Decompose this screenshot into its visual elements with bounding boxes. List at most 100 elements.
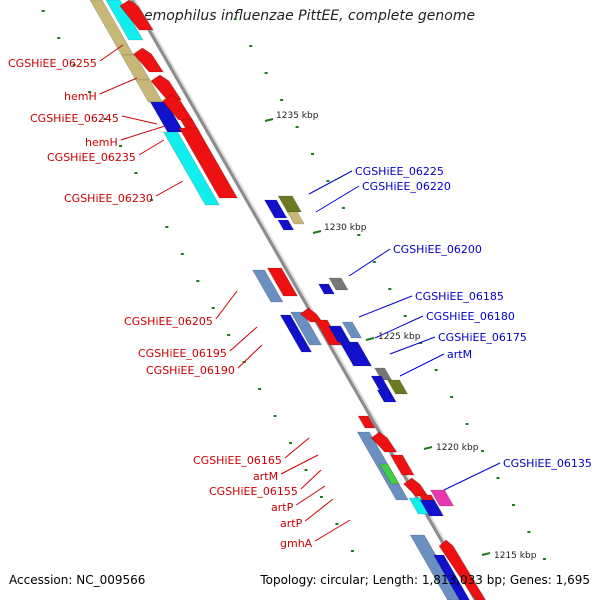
guide-dot <box>311 153 315 155</box>
label-leader-left <box>295 485 326 506</box>
guide-dot <box>88 91 92 93</box>
guide-dot <box>258 388 262 390</box>
gene-block-left <box>279 314 313 353</box>
gene-label-right: CGSHiEE_06175 <box>438 331 527 344</box>
guide-dot <box>196 280 200 282</box>
gene-block-left <box>290 311 323 346</box>
gene-label-left: artP <box>280 517 303 530</box>
kbp-label: 1220 kbp <box>436 443 479 453</box>
gene-label-right: CGSHiEE_06220 <box>362 180 451 193</box>
gene-block-right <box>339 341 373 367</box>
gene-label-left: CGSHiEE_06155 <box>209 485 298 498</box>
gene-arrow-left <box>119 0 154 31</box>
gene-label-right: CGSHiEE_06225 <box>355 165 444 178</box>
gene-block-left <box>379 463 400 485</box>
kbp-tick <box>423 446 433 450</box>
genome-title: Haemophilus influenzae PittEE, complete … <box>124 8 476 24</box>
guide-dot <box>465 423 469 425</box>
gene-block-right <box>277 195 302 213</box>
gene-block-left <box>357 415 376 429</box>
guide-dot <box>41 10 45 12</box>
gene-block-right <box>286 211 305 225</box>
gene-label-left: CGSHiEE_06255 <box>8 57 97 70</box>
guide-dot <box>264 72 268 74</box>
guide-dot <box>134 172 138 174</box>
label-leader-left <box>121 115 158 125</box>
gene-label-left: CGSHiEE_06230 <box>64 192 153 205</box>
gene-block-left <box>163 131 220 206</box>
guide-dot <box>350 550 354 552</box>
gene-arrow-left <box>133 47 164 73</box>
gene-arrow-left <box>438 539 486 600</box>
gene-block-left <box>409 534 462 600</box>
guide-dot <box>527 531 531 533</box>
guide-dot <box>57 37 61 39</box>
label-leader-left <box>138 139 165 156</box>
gene-block-right <box>376 389 397 403</box>
gene-label-left: CGSHiEE_06190 <box>146 364 235 377</box>
guide-dot <box>450 396 454 398</box>
kbp-label: 1235 kbp <box>276 111 319 121</box>
kbp-tick <box>365 337 375 341</box>
guide-dot <box>273 415 277 417</box>
guide-dot <box>289 442 293 444</box>
label-leader-left <box>304 498 334 522</box>
guide-dot <box>295 126 299 128</box>
gene-label-right: CGSHiEE_06180 <box>426 310 515 323</box>
guide-dot <box>119 145 123 147</box>
gene-block-right <box>341 321 363 339</box>
gene-block-right <box>430 489 455 507</box>
gene-block-right <box>277 219 295 231</box>
label-leader-left <box>215 290 238 320</box>
gene-label-right: CGSHiEE_06185 <box>415 290 504 303</box>
guide-dot <box>233 18 237 20</box>
guide-dot <box>319 496 323 498</box>
guide-dot <box>149 199 153 201</box>
kbp-tick <box>264 118 274 122</box>
gene-label-left: CGSHiEE_06245 <box>30 112 119 125</box>
gene-block-right <box>318 283 335 295</box>
label-leader-left <box>120 125 166 141</box>
genes-text: Genes: 1,695 <box>509 573 590 587</box>
guide-dot <box>419 342 423 344</box>
guide-dot <box>326 180 330 182</box>
kbp-tick <box>312 230 322 234</box>
label-leader-right <box>399 353 445 377</box>
gene-arrow-left <box>370 431 398 453</box>
gene-label-left: gmhA <box>280 537 313 550</box>
guide-dot <box>249 45 253 47</box>
kbp-label: 1225 kbp <box>378 332 421 342</box>
guide-dot <box>434 369 438 371</box>
label-leader-right <box>389 336 436 355</box>
gene-label-left: CGSHiEE_06165 <box>193 454 282 467</box>
label-leader-right <box>358 295 413 318</box>
guide-dot <box>388 288 392 290</box>
guide-dot <box>357 234 361 236</box>
guide-dot <box>496 477 500 479</box>
gene-label-right: artM <box>447 348 472 361</box>
gene-arrow-left <box>299 307 323 323</box>
label-leader-right <box>443 462 501 491</box>
gene-label-right: CGSHiEE_06200 <box>393 243 482 256</box>
gene-label-left: hemH <box>64 90 97 103</box>
label-leader-left <box>280 454 319 475</box>
kbp-tick <box>481 552 491 556</box>
label-leader-right <box>348 248 391 277</box>
genome-stats: Topology: circular; Length: 1,813,033 bp… <box>260 573 590 587</box>
guide-dot <box>227 334 231 336</box>
guide-dot <box>280 99 284 101</box>
guide-dot <box>335 523 339 525</box>
label-leader-left <box>237 344 263 369</box>
gene-block-right <box>328 277 349 291</box>
guide-dot <box>511 504 515 506</box>
label-leader-left <box>300 469 322 490</box>
gene-label-left: CGSHiEE_06235 <box>47 151 136 164</box>
guide-dot <box>103 118 107 120</box>
gene-block-left <box>105 0 144 41</box>
kbp-label: 1215 kbp <box>494 551 537 561</box>
gene-block-right <box>419 499 444 517</box>
label-leader-left <box>99 44 124 62</box>
guide-dot <box>341 207 345 209</box>
